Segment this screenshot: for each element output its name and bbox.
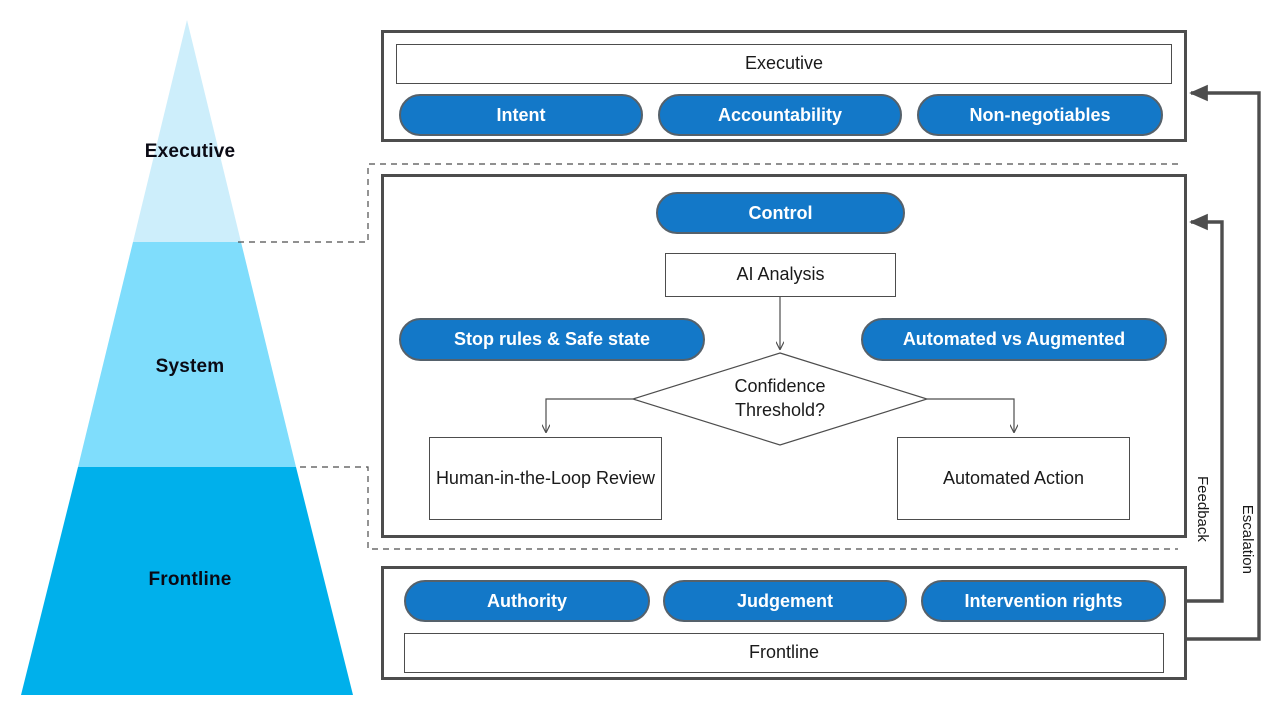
pill-stop-rules-safe-state[interactable]: Stop rules & Safe state (399, 318, 705, 361)
automated-action-box: Automated Action (897, 437, 1130, 520)
ai-analysis-box: AI Analysis (665, 253, 896, 297)
decision-diamond-label: Confidence Threshold? (700, 375, 860, 423)
pill-authority[interactable]: Authority (404, 580, 650, 622)
human-in-the-loop-review-box: Human-in-the-Loop Review (429, 437, 662, 520)
frontline-title-box: Frontline (404, 633, 1164, 673)
decision-label-line2: Threshold? (734, 399, 826, 420)
pyramid-layer-executive (133, 20, 241, 242)
pill-intent[interactable]: Intent (399, 94, 643, 136)
pill-intervention-rights[interactable]: Intervention rights (921, 580, 1166, 622)
pill-control[interactable]: Control (656, 192, 905, 234)
governance-pyramid (21, 20, 353, 695)
pyramid-label-system: System (155, 356, 225, 377)
decision-label-line1: Confidence (734, 376, 826, 396)
arrow-feedback (1187, 213, 1224, 603)
pill-non-negotiables[interactable]: Non-negotiables (917, 94, 1163, 136)
pill-automated-vs-augmented[interactable]: Automated vs Augmented (861, 318, 1167, 361)
pill-accountability[interactable]: Accountability (658, 94, 902, 136)
pyramid-layer-frontline (21, 467, 353, 695)
pill-judgement[interactable]: Judgement (663, 580, 907, 622)
feedback-flow-label: Feedback (1194, 476, 1211, 542)
escalation-flow-label: Escalation (1239, 504, 1256, 574)
executive-title-box: Executive (396, 44, 1172, 84)
pyramid-layer-system (78, 242, 296, 467)
pyramid-label-executive: Executive (144, 141, 236, 162)
pyramid-label-frontline: Frontline (148, 569, 232, 590)
